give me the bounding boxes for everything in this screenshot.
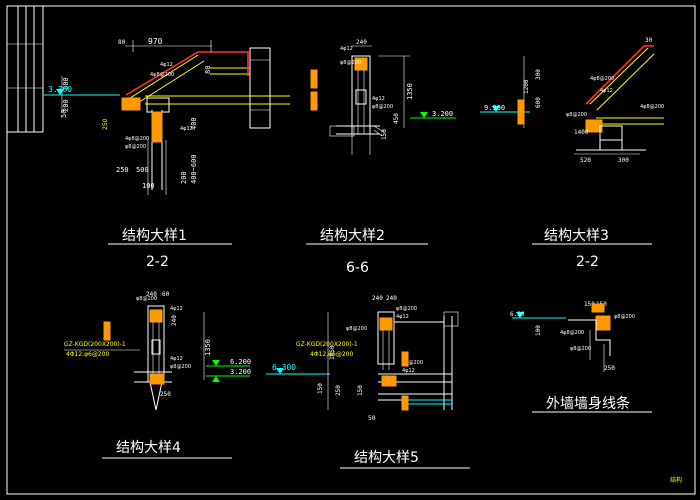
- detail1-dim-200: 200: [62, 99, 70, 112]
- detail2-rebar-1: 4φ12: [340, 46, 353, 52]
- detail3-dim-1200: 1200: [523, 79, 530, 94]
- detail5-note-1: GZ-KGD(200X200)-1: [296, 341, 358, 348]
- detail3-title: 结构大样3: [544, 228, 609, 244]
- detail3-dim-300: 300: [535, 69, 542, 80]
- detail3-rebar-2: 4φ12: [600, 88, 613, 94]
- detail1-section: 2-2: [146, 254, 169, 270]
- detail-1: 80 970 600 200 50 3.300 4φ8@200 4φ12 4φ8…: [44, 37, 290, 270]
- detail5-dim-150b: 150: [357, 385, 364, 396]
- detail4-rebar-2: 4φ12: [170, 306, 183, 312]
- detail2-rebar-2: φ8@200: [340, 60, 361, 66]
- detail2-section: 6-6: [346, 260, 369, 276]
- detail5-dim-150: 150: [317, 383, 324, 394]
- detail-4: 1350 240 60 240 250 6.200 3.200 GZ-KGD(2…: [64, 291, 251, 459]
- detail6-elevation: 6.30: [510, 311, 525, 318]
- detail1-dim-400: 400: [190, 117, 198, 130]
- detail6-dim-250: 250: [604, 365, 615, 372]
- detail4-dim-250: 250: [160, 391, 171, 398]
- detail2-rebar-3: 4φ12: [372, 96, 385, 102]
- detail5-rebar-5: φ8@200: [346, 326, 367, 332]
- detail-2: 1350 450 150 240 3.200 4φ12 φ8@200 4φ12 …: [306, 39, 456, 276]
- detail1-rebar-1: 4φ8@200: [150, 72, 174, 78]
- detail2-title: 结构大样2: [320, 228, 385, 244]
- detail5-dim-250: 250: [335, 385, 342, 396]
- detail3-elevation-1: 9.900: [484, 104, 505, 112]
- detail4-rebar-3: 4φ12: [170, 356, 183, 362]
- detail1-dim-500: 500: [136, 166, 149, 174]
- detail1-title: 结构大样1: [122, 228, 187, 244]
- detail3-dim-300b: 300: [618, 157, 629, 164]
- detail1-dim-970: 970: [148, 37, 163, 46]
- detail4-dim-60: 60: [162, 291, 170, 298]
- detail5-title: 结构大样5: [354, 450, 419, 466]
- detail1-dim-200b: 200: [180, 171, 188, 184]
- detail4-dim-240b: 240: [171, 315, 178, 326]
- detail1-dim-100: 100: [142, 182, 155, 190]
- detail1-rebar-3: 4φ8@200: [125, 136, 149, 142]
- detail2-dim-450: 450: [393, 113, 400, 124]
- detail1-elevation: 3.300: [48, 85, 72, 94]
- detail2-dim-150: 150: [381, 129, 388, 140]
- detail1-rebar-5: 4φ12: [180, 126, 193, 132]
- detail6-rebar-2: 4φ8@200: [560, 330, 584, 336]
- detail1-dim-600: 600: [62, 77, 70, 90]
- detail4-dim-1350: 1350: [204, 339, 212, 356]
- detail3-dim-30: 30: [645, 37, 653, 44]
- corner-tag: 结构: [670, 476, 682, 484]
- detail5-dim-240b: 240: [386, 295, 397, 302]
- detail5-rebar-1: φ8@200: [396, 306, 417, 312]
- detail3-rebar-3: 4φ8@200: [640, 104, 664, 110]
- detail6-rebar-1: φ8@200: [614, 314, 635, 320]
- detail4-note-2: 4Φ12,φ6@200: [66, 351, 109, 358]
- detail-5: 6.300 240 240 1450 150 250 150 50 GZ-KGD…: [266, 295, 470, 469]
- detail4-rebar-1: φ8@200: [136, 296, 157, 302]
- detail-3: 1200 300 600 30 1400 520 300 9.900 4φ8@2…: [480, 37, 664, 270]
- detail3-dim-1400: 1400: [574, 129, 589, 136]
- detail6-title: 外墙墙身线条: [546, 395, 630, 412]
- detail2-elevation: 3.200: [432, 110, 453, 118]
- detail1-dim-80: 80: [118, 39, 126, 46]
- detail3-dim-520: 520: [580, 157, 591, 164]
- detail5-dim-240: 240: [372, 295, 383, 302]
- detail4-elevation-1: 6.200: [230, 358, 251, 366]
- detail1-dim-80b: 80: [204, 66, 212, 74]
- detail6-dim-100: 100: [535, 325, 542, 336]
- detail1-rebar-4: φ8@200: [125, 144, 146, 150]
- detail4-elevation-2: 3.200: [230, 368, 251, 376]
- detail4-dim-240: 240: [146, 291, 157, 298]
- detail5-rebar-4: 4φ12: [402, 368, 415, 374]
- detail2-rebar-4: φ8@200: [372, 104, 393, 110]
- detail4-title: 结构大样4: [116, 440, 181, 456]
- detail4-note-1: GZ-KGD(200X200)-1: [64, 341, 126, 348]
- detail2-dim-1350: 1350: [406, 83, 414, 100]
- detail5-rebar-3: φ8@200: [402, 360, 423, 366]
- detail4-rebar-4: φ8@200: [170, 364, 191, 370]
- detail5-dim-1450: 1450: [329, 345, 336, 360]
- detail-6: 6.30 150 150 100 250 φ8@200 4φ8@200 φ8@2…: [510, 301, 652, 413]
- detail2-dim-240: 240: [356, 39, 367, 46]
- sheet-frame: [6, 5, 696, 495]
- detail1-dim-50: 50: [60, 110, 68, 118]
- detail1-yellow-label: 250: [102, 118, 109, 130]
- detail5-dim-50: 50: [368, 415, 376, 422]
- detail3-rebar-1: 4φ8@200: [590, 76, 614, 82]
- detail6-dim-150: 150: [584, 301, 595, 308]
- detail1-rebar-2: 4φ12: [160, 62, 173, 68]
- detail5-rebar-2: 4φ12: [396, 314, 409, 320]
- detail1-dim-250: 250: [116, 166, 129, 174]
- detail3-rebar-4: φ8@200: [566, 112, 587, 118]
- detail3-dim-600: 600: [535, 97, 542, 108]
- detail5-note-2: 4Φ12,φ6@200: [310, 351, 353, 358]
- detail3-section: 2-2: [576, 254, 599, 270]
- detail1-dim-400-600: 400~600: [190, 154, 198, 184]
- detail5-elevation: 6.300: [272, 363, 296, 372]
- detail6-rebar-3: φ8@200: [570, 346, 591, 352]
